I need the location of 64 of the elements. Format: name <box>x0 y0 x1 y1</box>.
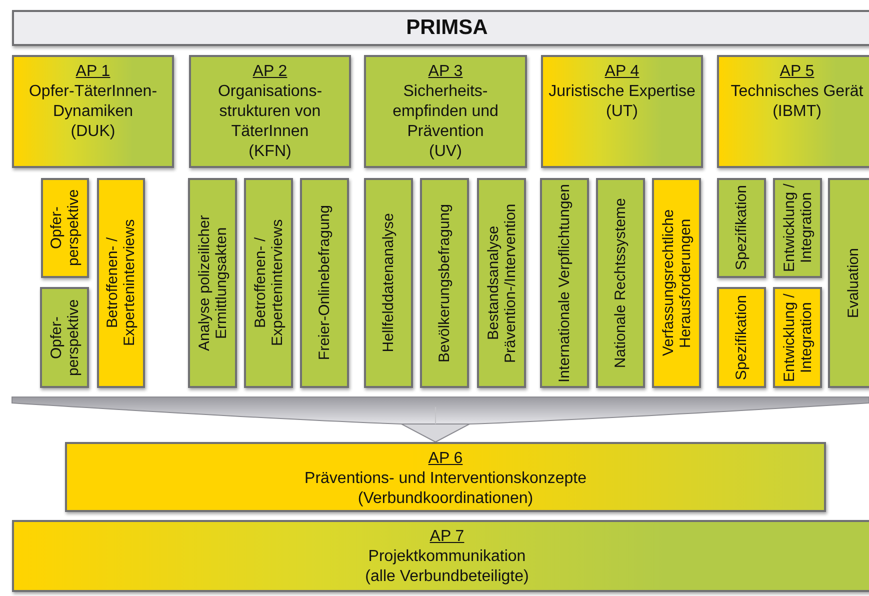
package-title: Technisches Gerät <box>730 82 864 102</box>
task-label: Hellfelddatenanalyse <box>380 213 397 353</box>
partner-abbreviation: (UV) <box>429 142 462 162</box>
task-label: Freier-Onlinebefragung <box>316 205 333 361</box>
package-number: AP 6 <box>428 449 463 469</box>
task-box <box>364 178 413 388</box>
work-package-box <box>189 55 351 168</box>
task-label: Bestandsanalyse Prävention-/Intervention <box>484 202 518 365</box>
package-number: AP 1 <box>76 62 110 82</box>
task-box <box>717 178 766 278</box>
work-package-box <box>65 442 826 512</box>
package-title: Projektkommunikation <box>368 547 526 567</box>
task-box <box>244 178 293 388</box>
package-number: AP 4 <box>604 62 640 82</box>
task-box <box>540 178 589 388</box>
task-box <box>41 178 89 278</box>
task-box <box>188 178 237 388</box>
package-title: Sicherheits- empfinden und Prävention <box>392 82 500 142</box>
task-label: Verfassungsrechtliche Herausforderungen <box>660 208 694 358</box>
task-box <box>97 178 145 388</box>
partner-abbreviation: (DUK) <box>70 122 116 142</box>
work-package-box <box>12 55 174 168</box>
task-box <box>773 287 822 388</box>
package-number: AP 3 <box>428 62 463 82</box>
task-box <box>717 287 766 388</box>
package-title: Organisations- strukturen von TäterInnen <box>216 82 324 142</box>
task-label: Entwicklung / Integration <box>780 292 814 384</box>
task-label: Nationale Rechtssysteme <box>612 198 629 368</box>
task-box <box>652 178 701 388</box>
work-package-box <box>364 55 527 168</box>
task-label: Opfer- perspektive <box>48 298 82 378</box>
task-label: Analyse polizeilicher Ermittlungsakten <box>196 214 230 353</box>
task-label: Betroffenen- / Experteninterviews <box>104 218 138 348</box>
work-package-box <box>541 55 703 168</box>
task-label: Entwicklung / Integration <box>780 182 814 274</box>
partner-abbreviation: (UT) <box>606 102 638 122</box>
task-label: Bevölkerungsbefragung <box>436 204 453 362</box>
task-label: Spezifikation <box>733 294 750 380</box>
work-package-box <box>717 55 869 168</box>
package-title: Juristische Expertise <box>548 82 696 102</box>
task-box <box>40 287 89 388</box>
task-label: Evaluation <box>844 248 862 318</box>
partner-abbreviation: (IBMT) <box>772 102 822 122</box>
project-title-bar <box>12 10 869 46</box>
package-number: AP 5 <box>780 62 814 82</box>
package-number: AP 2 <box>252 62 288 82</box>
task-box <box>300 178 349 388</box>
task-label: Betroffenen- / Experteninterviews <box>252 218 286 348</box>
task-box <box>477 178 526 388</box>
task-box <box>420 178 469 388</box>
partner-abbreviation: (alle Verbundbeteiligte) <box>365 567 529 587</box>
task-label: Spezifikation <box>733 185 750 271</box>
task-label: Opfer- perspektive <box>48 188 82 268</box>
task-box <box>596 178 645 388</box>
package-title: Opfer-TäterInnen- Dynamiken <box>28 82 158 122</box>
task-box <box>773 178 822 278</box>
task-label: Internationale Verpflichtungen <box>556 184 573 382</box>
partner-abbreviation: (Verbundkoordinationen) <box>358 489 534 509</box>
work-package-box <box>12 520 869 592</box>
task-box <box>828 178 869 388</box>
package-title: Präventions- und Interventionskonzepte <box>304 469 586 489</box>
project-title: PRIMSA <box>406 16 488 40</box>
partner-abbreviation: (KFN) <box>248 142 292 162</box>
package-number: AP 7 <box>430 527 464 547</box>
